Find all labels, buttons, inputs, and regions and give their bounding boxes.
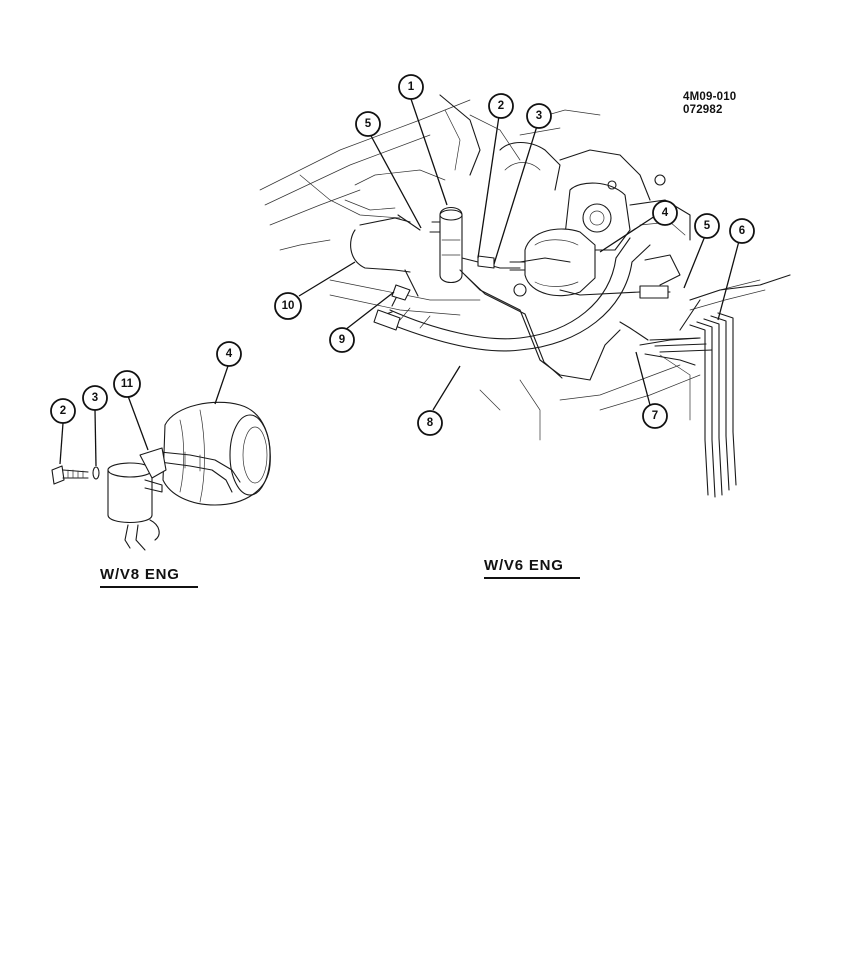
- v8-callouts: 2 3 11 4: [50, 341, 242, 467]
- v6-callouts: 1 5 2 3 4 5 6: [274, 74, 755, 436]
- callout-v6-2-label: 2: [498, 100, 504, 112]
- callout-v8-4: 4: [216, 341, 242, 367]
- caption-v6-underline: [484, 577, 580, 579]
- caption-v6-engine: W/V6 ENG: [484, 557, 580, 579]
- callout-v6-9-label: 9: [339, 334, 345, 346]
- callout-v6-10: 10: [274, 292, 302, 320]
- callout-v8-3: 3: [82, 385, 108, 411]
- callout-v8-3-label: 3: [92, 392, 98, 404]
- callout-v6-8: 8: [417, 410, 443, 436]
- callout-v6-3: 3: [526, 103, 552, 129]
- callout-v6-9: 9: [329, 327, 355, 353]
- v6-brake-lines: [350, 214, 701, 381]
- callout-v6-5a-label: 5: [365, 118, 372, 130]
- caption-v8-underline: [100, 586, 198, 588]
- figure-reference-code-line1: 4M09-010: [683, 91, 737, 103]
- callout-v6-5b-label: 5: [704, 220, 711, 232]
- callout-v8-11: 11: [113, 370, 141, 398]
- callout-v6-5a: 5: [355, 111, 381, 137]
- v6-brake-line-bundle: [649, 274, 791, 498]
- figure-reference-code: 4M09-010 072982: [683, 91, 736, 117]
- callout-v6-7: 7: [642, 403, 668, 429]
- v6-engine-bay-background: [259, 94, 766, 441]
- callout-v6-4: 4: [652, 200, 678, 226]
- callout-v6-5b: 5: [694, 213, 720, 239]
- callout-v6-6: 6: [729, 218, 755, 244]
- callout-v6-4-label: 4: [662, 207, 669, 219]
- caption-v8-engine: W/V8 ENG: [100, 566, 198, 588]
- caption-v6-engine-text: W/V6 ENG: [484, 557, 564, 574]
- callout-v6-1: 1: [398, 74, 424, 100]
- figure-reference-code-line2: 072982: [683, 104, 723, 116]
- callout-v6-1-label: 1: [408, 81, 415, 93]
- callout-v6-7-label: 7: [652, 410, 658, 422]
- v8-inset-artwork: [51, 401, 271, 551]
- callout-v6-6-label: 6: [739, 225, 745, 237]
- callout-v8-11-label: 11: [121, 378, 134, 390]
- v6-brake-booster: [509, 228, 596, 297]
- callout-v6-10-label: 10: [282, 300, 295, 312]
- v6-vacuum-hose: [373, 237, 651, 352]
- v6-master-cylinder: [429, 206, 479, 284]
- caption-v8-engine-text: W/V8 ENG: [100, 566, 180, 583]
- callout-v8-4-label: 4: [226, 348, 233, 360]
- callout-v6-3-label: 3: [536, 110, 542, 122]
- callout-v8-2: 2: [50, 398, 76, 424]
- callout-v8-2-label: 2: [60, 405, 66, 417]
- callout-v6-2: 2: [488, 93, 514, 119]
- callout-v6-8-label: 8: [427, 417, 434, 429]
